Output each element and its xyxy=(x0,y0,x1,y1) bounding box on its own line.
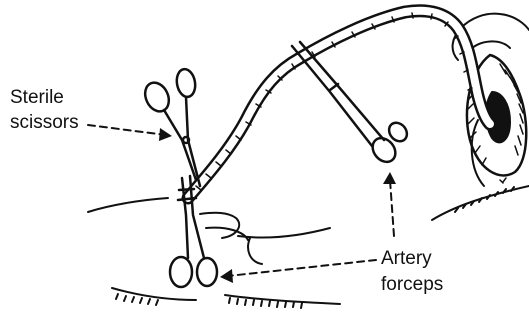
sterile-scissors xyxy=(141,68,200,186)
leader-lines xyxy=(88,125,394,276)
forceps-lower-arrowhead xyxy=(220,269,233,283)
scissors-arrowhead xyxy=(159,128,172,141)
baby-body-outline xyxy=(88,198,340,308)
scissors-leader-line xyxy=(88,125,166,135)
sterile-scissors-label-line-1: Sterile xyxy=(10,86,64,109)
artery-forceps-label-line-1: Artery xyxy=(381,247,432,270)
artery-forceps-upper xyxy=(292,42,411,166)
forceps-upper-arrowhead xyxy=(383,172,396,184)
forceps-leader-line-upper xyxy=(390,180,394,236)
leader-arrowheads xyxy=(159,128,396,283)
artery-forceps-label-line-2: forceps xyxy=(381,273,443,296)
sterile-scissors-label-line-2: scissors xyxy=(10,111,79,134)
forceps-leader-line-lower xyxy=(228,260,376,276)
